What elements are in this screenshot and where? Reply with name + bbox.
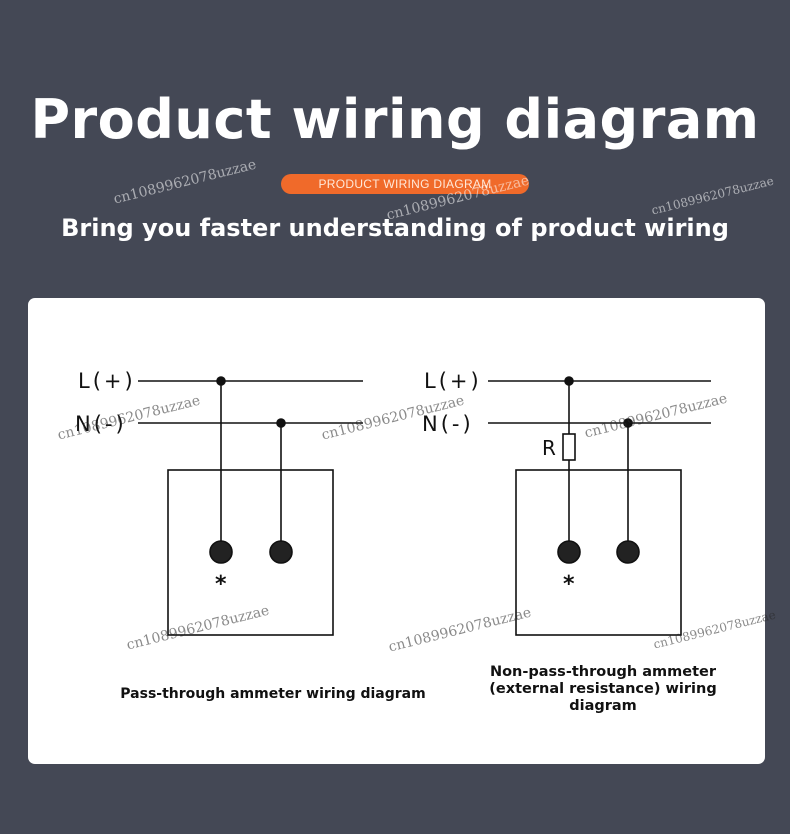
right-neutral-label: N(-) bbox=[422, 412, 474, 436]
right-live-junction bbox=[564, 376, 574, 386]
wiring-diagrams: L(+) N(-) * L(+) N(-) R * bbox=[75, 369, 711, 636]
page-subtitle: Bring you faster understanding of produc… bbox=[61, 214, 729, 242]
right-live-terminal bbox=[557, 540, 581, 564]
right-line-label: L(+) bbox=[424, 369, 482, 393]
section-badge: PRODUCT WIRING DIAGRAM bbox=[281, 174, 529, 194]
pass-through-diagram bbox=[138, 376, 363, 636]
right-terminal-mark: * bbox=[563, 572, 575, 597]
left-neutral-junction bbox=[276, 418, 286, 428]
right-neutral-junction bbox=[623, 418, 633, 428]
right-meter-body bbox=[515, 469, 682, 636]
external-resistance-diagram bbox=[488, 376, 711, 636]
pass-through-caption: Pass-through ammeter wiring diagram bbox=[120, 686, 426, 702]
external-resistance-caption: Non-pass-through ammeter (external resis… bbox=[489, 664, 717, 714]
watermark: cn1089962078uzzae bbox=[112, 156, 258, 208]
left-live-terminal bbox=[209, 540, 233, 564]
page-title: Product wiring diagram bbox=[30, 88, 760, 151]
left-line-label: L(+) bbox=[78, 369, 136, 393]
resistor bbox=[562, 433, 576, 461]
left-neutral-label: N(-) bbox=[75, 412, 127, 436]
left-neutral-terminal bbox=[269, 540, 293, 564]
right-neutral-terminal bbox=[616, 540, 640, 564]
diagram-panel: L(+) N(-) * L(+) N(-) R * Pass-through a… bbox=[28, 298, 765, 764]
left-live-junction bbox=[216, 376, 226, 386]
resistor-label: R bbox=[542, 436, 556, 460]
left-terminal-mark: * bbox=[215, 572, 227, 597]
left-meter-body bbox=[167, 469, 334, 636]
watermark: cn1089962078uzzae bbox=[650, 173, 776, 218]
